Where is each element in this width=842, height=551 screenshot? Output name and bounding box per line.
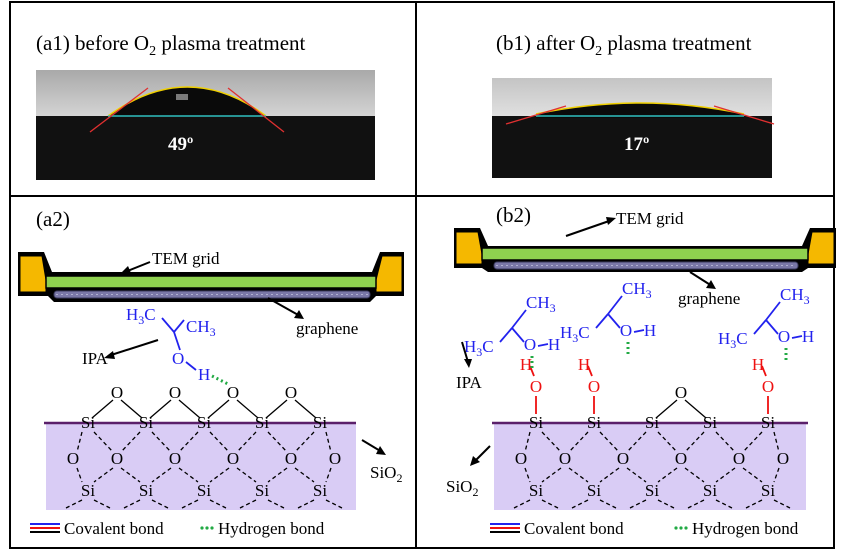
ipa-label-b2: IPA (456, 373, 483, 392)
panel-a2: (a2) TEM grid graphene H3C CH3 O (18, 207, 404, 538)
oxygen-atom: O (169, 449, 181, 468)
panel-b1-caption: (b1) after O2 plasma treatment (496, 31, 752, 59)
oxygen-atom-bridge: O (169, 383, 181, 402)
legend-a2: Covalent bond Hydrogen bond (30, 519, 325, 538)
ipa-oxygen: O (778, 327, 790, 346)
svg-text:H3C: H3C (718, 329, 748, 351)
oxygen-atom: O (227, 449, 239, 468)
legend-hydrogen-a2: Hydrogen bond (218, 519, 325, 538)
silicon-atom: Si (761, 481, 775, 500)
silicon-atom: Si (81, 413, 95, 432)
svg-text:H3C: H3C (560, 323, 590, 345)
tem-grid-a2 (18, 252, 404, 302)
silicon-atom: Si (313, 481, 327, 500)
svg-text:H: H (198, 365, 210, 384)
legend-covalent-b2: Covalent bond (524, 519, 624, 538)
oxygen-atom-bridge: O (227, 383, 239, 402)
hydroxyl-hydrogen: H (520, 355, 532, 374)
ipa-oxygen: O (620, 321, 632, 340)
oxygen-atom: O (733, 449, 745, 468)
ipa-oxygen: O (524, 335, 536, 354)
legend-covalent-a2: Covalent bond (64, 519, 164, 538)
graphene-a2 (53, 290, 371, 299)
panel-frame (9, 1, 835, 549)
hydroxyl-oxygen: O (762, 377, 774, 396)
oxygen-atom-bridge: O (675, 383, 687, 402)
oxygen-atom-bridge: O (285, 383, 297, 402)
silicon-atom: Si (587, 413, 601, 432)
silicon-atom: Si (255, 413, 269, 432)
ipa-hydrogen: H (802, 327, 814, 346)
hydroxyl-oxygen: O (588, 377, 600, 396)
silicon-atom: Si (761, 413, 775, 432)
graphene-label-a2: graphene (296, 319, 358, 338)
silicon-atom: Si (587, 481, 601, 500)
panel-a2-label: (a2) (36, 207, 70, 231)
panel-b2-label: (b2) (496, 203, 531, 227)
ipa-hydrogen: H (644, 321, 656, 340)
ipa-hydrogen: H (548, 335, 560, 354)
oxygen-atom: O (617, 449, 629, 468)
tem-grid-b2 (454, 228, 836, 272)
silicon-atom: Si (255, 481, 269, 500)
legend-b2: Covalent bond Hydrogen bond (490, 519, 799, 538)
svg-text:CH3: CH3 (186, 317, 216, 339)
hydroxyl-hydrogen: H (578, 355, 590, 374)
oxygen-atom: O (111, 449, 123, 468)
svg-text:CH3: CH3 (622, 279, 652, 301)
silicon-atom: Si (703, 413, 717, 432)
droplet-b1 (536, 103, 744, 118)
ipa-molecule-a2: H3C CH3 O H (126, 305, 229, 386)
tem-grid-label-b2: TEM grid (616, 209, 684, 228)
tem-grid-label-a2: TEM grid (152, 249, 220, 268)
sio2-label-b2: SiO2 (446, 477, 478, 499)
panel-a1: (a1) before O2 plasma treatment 49 (36, 31, 375, 180)
contact-angle-photo-b1: 17º (492, 78, 775, 178)
oxygen-atom: O (777, 449, 789, 468)
silicon-atom: Si (645, 481, 659, 500)
silicon-atom: Si (529, 413, 543, 432)
oxygen-atom-bridge: O (111, 383, 123, 402)
oxygen-atom: O (67, 449, 79, 468)
oxygen-atom: O (515, 449, 527, 468)
graphene-b2 (493, 261, 799, 270)
silicon-atom: Si (313, 413, 327, 432)
hydroxyl-hydrogen: H (752, 355, 764, 374)
svg-text:CH3: CH3 (526, 293, 556, 315)
silicon-atom: Si (139, 413, 153, 432)
silicon-atom: Si (197, 481, 211, 500)
svg-text:O: O (172, 349, 184, 368)
oxygen-atom: O (329, 449, 341, 468)
svg-text:H3C: H3C (464, 337, 494, 359)
svg-text:H3C: H3C (126, 305, 156, 327)
graphene-label-b2: graphene (678, 289, 740, 308)
panel-b1: (b1) after O2 plasma treatment 17º (492, 31, 775, 178)
oxygen-atom: O (559, 449, 571, 468)
contact-angle-photo-a1: 49º (36, 70, 375, 180)
hydroxyl-oxygen: O (530, 377, 542, 396)
oxygen-atom: O (285, 449, 297, 468)
silicon-atom: Si (645, 413, 659, 432)
sio2-label-a2: SiO2 (370, 463, 402, 485)
svg-text:CH3: CH3 (780, 285, 810, 307)
silicon-atom: Si (139, 481, 153, 500)
ipa-label-a2: IPA (82, 349, 109, 368)
silicon-atom: Si (197, 413, 211, 432)
silicon-atom: Si (81, 481, 95, 500)
contact-angle-a1: 49º (168, 134, 193, 155)
legend-hydrogen-b2: Hydrogen bond (692, 519, 799, 538)
silicon-atom: Si (529, 481, 543, 500)
silicon-atom: Si (703, 481, 717, 500)
oxygen-atom: O (675, 449, 687, 468)
contact-angle-b1: 17º (624, 134, 649, 155)
panel-a1-caption: (a1) before O2 plasma treatment (36, 31, 306, 59)
